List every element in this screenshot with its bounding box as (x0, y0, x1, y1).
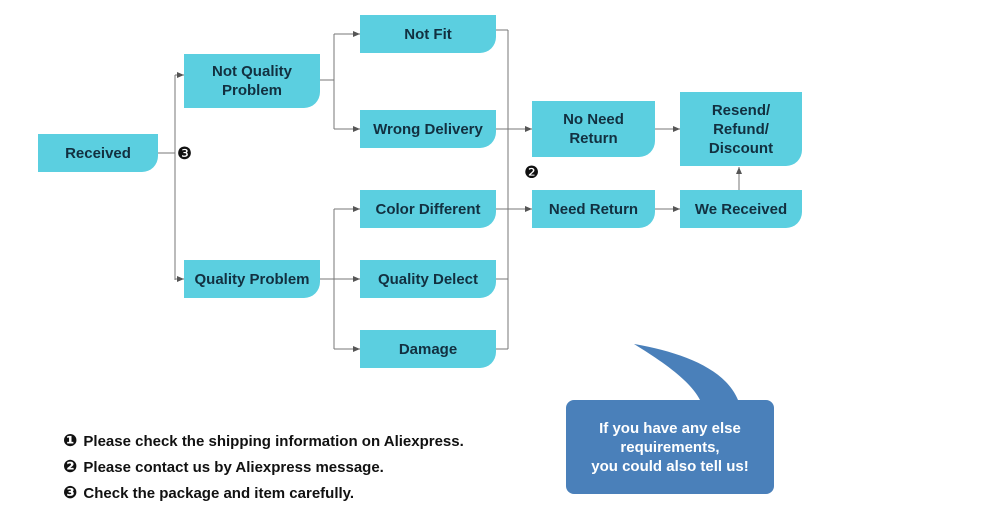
note-item: ❸ Check the package and item carefully. (63, 480, 464, 506)
node-we-received: We Received (680, 190, 802, 228)
node-not-fit: Not Fit (360, 15, 496, 53)
node-color-different: Color Different (360, 190, 496, 228)
node-resend-refund-discount: Resend/ Refund/ Discount (680, 92, 802, 166)
note-text: Please contact us by Aliexpress message. (83, 458, 384, 476)
node-no-need-return: No Need Return (532, 101, 655, 157)
note-text: Please check the shipping information on… (83, 432, 464, 450)
note-item: ❷ Please contact us by Aliexpress messag… (63, 454, 464, 480)
note-number: ❷ (63, 457, 78, 476)
node-not-quality-problem: Not Quality Problem (184, 54, 320, 108)
step-3-marker: ❸ (177, 144, 193, 163)
node-quality-problem: Quality Problem (184, 260, 320, 298)
node-damage: Damage (360, 330, 496, 368)
note-text: Check the package and item carefully. (83, 484, 355, 502)
node-received: Received (38, 134, 158, 172)
node-need-return: Need Return (532, 190, 655, 228)
bubble-text: If you have any else requirements, you c… (591, 419, 749, 475)
note-number: ❶ (63, 431, 78, 450)
note-item: ❶ Please check the shipping information … (63, 428, 464, 454)
node-wrong-delivery: Wrong Delivery (360, 110, 496, 148)
note-number: ❸ (63, 483, 78, 502)
step-2-marker: ❷ (524, 163, 540, 182)
node-quality-defect: Quality Delect (360, 260, 496, 298)
notes-list: ❶ Please check the shipping information … (63, 428, 464, 506)
